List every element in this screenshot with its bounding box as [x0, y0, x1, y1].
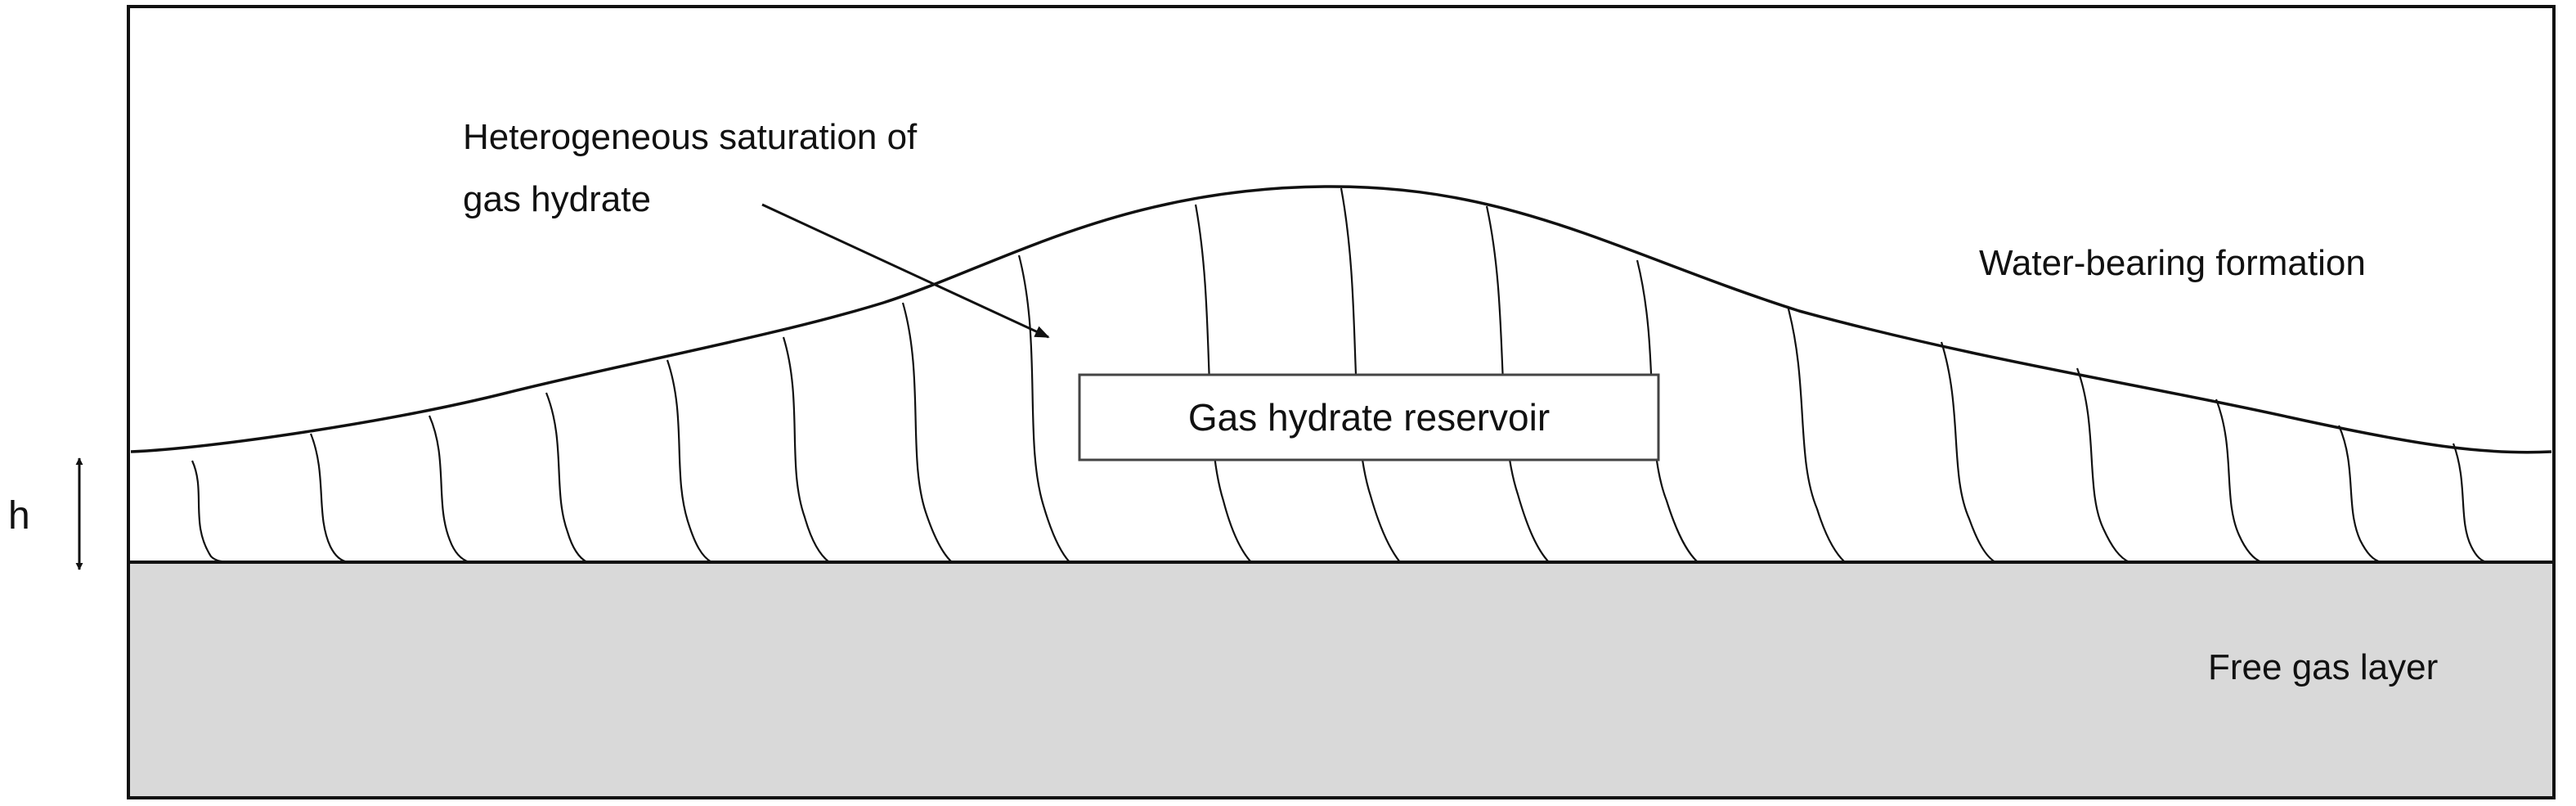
reservoir-label-box [1078, 373, 1660, 462]
saturation-streak [545, 392, 588, 563]
saturation-streak [2337, 425, 2382, 564]
saturation-streak [2452, 443, 2488, 564]
reservoir-label: Gas hydrate reservoir [1188, 396, 1550, 439]
saturation-streak [1786, 305, 1846, 563]
saturation-streak [191, 460, 235, 564]
water-formation-label: Water-bearing formation [1979, 243, 2366, 283]
saturation-streak [1636, 259, 1699, 563]
reservoir-top-surface [130, 185, 2552, 454]
free-gas-layer [130, 562, 2552, 796]
pointer-arrow [761, 203, 1050, 339]
saturation-streak [1940, 341, 1996, 563]
saturation-streak [2215, 398, 2263, 564]
saturation-streaks [191, 187, 2488, 564]
heterogeneous-saturation-label-line2: gas hydrate [463, 179, 651, 219]
saturation-streak [428, 415, 470, 564]
saturation-streak [782, 336, 830, 563]
heterogeneous-saturation-label-line1: Heterogeneous saturation of [463, 117, 918, 157]
thickness-label: h [8, 494, 30, 538]
saturation-streak [901, 302, 953, 563]
saturation-streak [666, 359, 712, 563]
saturation-streak [1017, 254, 1070, 563]
saturation-streak [309, 433, 349, 564]
free-gas-label: Free gas layer [2208, 647, 2438, 687]
saturation-streak [2076, 367, 2130, 564]
